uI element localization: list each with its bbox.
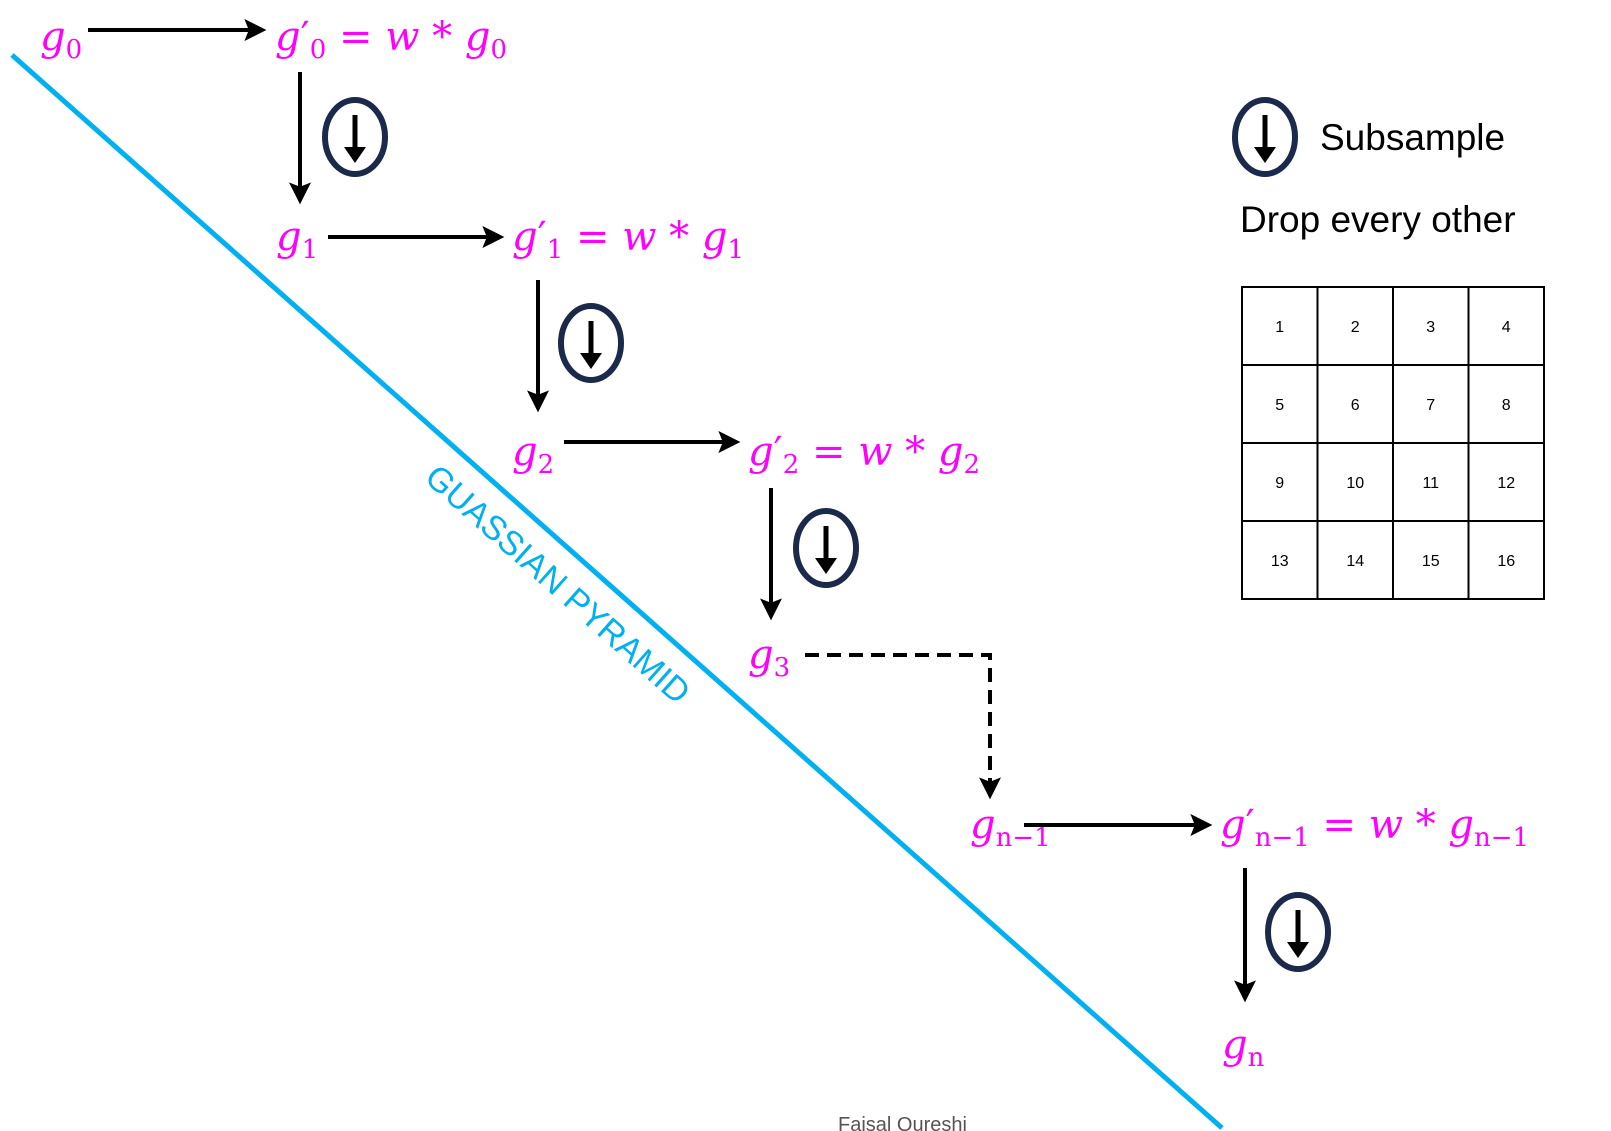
conv-n-minus-1-expression: g′n−1 = w * gn−1	[1220, 802, 1529, 853]
grid-cell-value: 7	[1426, 397, 1435, 414]
grid-cell-value: 15	[1422, 553, 1440, 570]
g1-label: g1	[276, 214, 318, 265]
grid-cell	[1241, 286, 1319, 366]
grid-cell	[1241, 364, 1319, 444]
g0-label: g0	[40, 14, 82, 65]
grid-cell-value: 10	[1346, 475, 1364, 492]
pyramid-diagonal-line	[10, 53, 1224, 1130]
grid-cell	[1467, 286, 1545, 366]
grid-cell-value: 8	[1502, 397, 1511, 414]
conv2-expression: g′2 = w * g2	[748, 429, 980, 480]
conv1-expression: g′1 = w * g1	[512, 214, 744, 265]
level-1: g1 g′1 = w * g1	[276, 214, 744, 413]
footer-author: Faisal Qureshi	[838, 1114, 967, 1131]
subsample-icon	[1232, 97, 1298, 177]
pyramid-label: GUASSIAN PYRAMID	[418, 458, 698, 712]
subsample-icon	[558, 303, 624, 383]
grid-cell-value: 1	[1275, 319, 1284, 336]
level-0: g0 g′0 = w * g0	[40, 14, 507, 205]
grid-cell-value: 16	[1497, 553, 1515, 570]
grid-cell	[1392, 442, 1470, 522]
g2-label: g2	[512, 429, 554, 480]
grid-cell-value: 9	[1275, 475, 1284, 492]
subsample-icon	[793, 508, 859, 588]
grid-cell	[1316, 442, 1394, 522]
grid-cell	[1467, 520, 1545, 600]
grid-cell	[1467, 364, 1545, 444]
gn-label: gn	[1222, 1022, 1265, 1073]
g3-label: g3	[748, 632, 790, 683]
legend-subtitle: Drop every other	[1240, 199, 1516, 240]
gn-minus-1-label: gn−1	[970, 802, 1051, 853]
grid-cell-value: 5	[1275, 397, 1284, 414]
dashed-continuation-arrow	[805, 653, 1001, 800]
conv0-expression: g′0 = w * g0	[275, 14, 507, 65]
grid-cell-value: 3	[1426, 319, 1435, 336]
level-n: gn	[1222, 1022, 1265, 1073]
grid-cell-value: 11	[1422, 475, 1439, 492]
grid-cell	[1241, 442, 1319, 522]
grid-cell-value: 4	[1502, 319, 1511, 336]
grid-cell-value: 6	[1351, 397, 1360, 414]
legend: Subsample Drop every other	[1232, 97, 1516, 240]
grid-cell	[1316, 520, 1394, 600]
grid-cell-value: 14	[1346, 553, 1364, 570]
grid-cell-value: 2	[1351, 319, 1360, 336]
grid-cell	[1241, 520, 1319, 600]
grid-cell	[1392, 364, 1470, 444]
grid-cell	[1392, 286, 1470, 366]
level-3: g3	[748, 632, 1001, 800]
grid-cell	[1392, 520, 1470, 600]
grid-cell-value: 13	[1271, 553, 1289, 570]
level-2: g2 g′2 = w * g2	[512, 429, 980, 621]
legend-title: Subsample	[1320, 117, 1505, 158]
level-n-minus-1: gn−1 g′n−1 = w * gn−1	[970, 802, 1529, 1003]
grid-cell-value: 12	[1497, 475, 1515, 492]
subsample-icon	[322, 97, 388, 177]
subsample-icon	[1265, 892, 1331, 972]
